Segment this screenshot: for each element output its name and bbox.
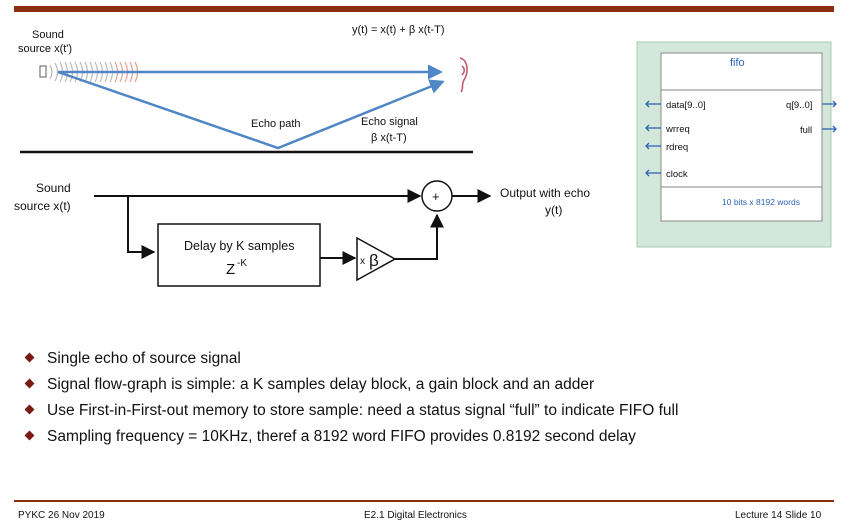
branch-line — [127, 196, 156, 259]
output-label-line2: y(t) — [545, 203, 562, 217]
bullet-item: Signal flow-graph is simple: a K samples… — [22, 375, 678, 401]
footer-right: Lecture 14 Slide 10 — [735, 510, 822, 521]
fifo-port-wrreq: wrreq — [665, 124, 690, 135]
adder-symbol: + — [432, 189, 440, 204]
fifo-title: fifo — [730, 57, 745, 69]
echo-scene: Sound source x(t') y(t) = x(t) + β x(t-T… — [18, 24, 473, 154]
bullet-item: Sampling frequency = 10KHz, theref a 819… — [22, 427, 678, 453]
footer-left: PYKC 26 Nov 2019 — [18, 510, 105, 521]
echo-equation: y(t) = x(t) + β x(t-T) — [352, 24, 445, 36]
bullet-item: Use First-in-First-out memory to store s… — [22, 401, 678, 427]
input-label-line2: source x(t) — [14, 199, 71, 213]
bullet-text: Use First-in-First-out memory to store s… — [47, 402, 679, 419]
bullet-item: Single echo of source signal — [22, 349, 678, 375]
bullet-text: Single echo of source signal — [47, 350, 241, 367]
fifo-port-q: q[9..0] — [786, 100, 812, 111]
delay-exponent: -K — [237, 258, 247, 269]
echo-path-arrow — [57, 70, 445, 150]
gain-to-adder-line — [395, 213, 444, 260]
bullet-text: Sampling frequency = 10KHz, theref a 819… — [47, 428, 636, 445]
fifo-port-ticks — [645, 100, 837, 177]
delay-block-label: Delay by K samples — [184, 239, 294, 253]
bottom-rule — [14, 500, 834, 502]
fifo-port-full: full — [800, 125, 812, 136]
fifo-port-rdreq: rdreq — [666, 142, 688, 153]
fifo-port-clock: clock — [666, 169, 688, 180]
source-label-line1: Sound — [32, 29, 64, 41]
gain-beta: β — [369, 251, 379, 270]
delay-z: Z — [226, 261, 235, 278]
gain-x: x — [360, 256, 365, 267]
bullet-marker — [24, 404, 35, 415]
fifo-port-data: data[9..0] — [666, 100, 706, 111]
gain-block — [356, 236, 397, 282]
bullet-text: Signal flow-graph is simple: a K samples… — [47, 376, 595, 393]
fifo-body — [660, 52, 823, 222]
output-label-line1: Output with echo — [500, 186, 590, 200]
delay-block — [157, 223, 321, 287]
flow-graph: Sound source x(t) Delay by K samples Z -… — [14, 180, 590, 287]
ear-icon — [459, 57, 468, 93]
footer-center: E2.1 Digital Electronics — [364, 510, 467, 521]
bullet-list: Single echo of source signal Signal flow… — [22, 349, 678, 453]
top-rule — [14, 6, 834, 12]
echo-signal-label-line1: Echo signal — [361, 116, 418, 128]
bullet-marker — [24, 352, 35, 363]
echo-path-label: Echo path — [251, 118, 301, 130]
fifo-size-label: 10 bits x 8192 words — [722, 197, 800, 207]
fifo-symbol: fifo data[9..0] wrreq rdreq clock q[9..0… — [636, 41, 837, 248]
echo-signal-label-line2: β x(t-T) — [371, 132, 407, 144]
bullet-marker — [24, 378, 35, 389]
bullet-marker — [24, 430, 35, 441]
source-label-line2: source x(t') — [18, 43, 72, 55]
input-label-line1: Sound — [36, 181, 71, 195]
echo-diagram: Sound source x(t') y(t) = x(t) + β x(t-T… — [14, 24, 837, 287]
